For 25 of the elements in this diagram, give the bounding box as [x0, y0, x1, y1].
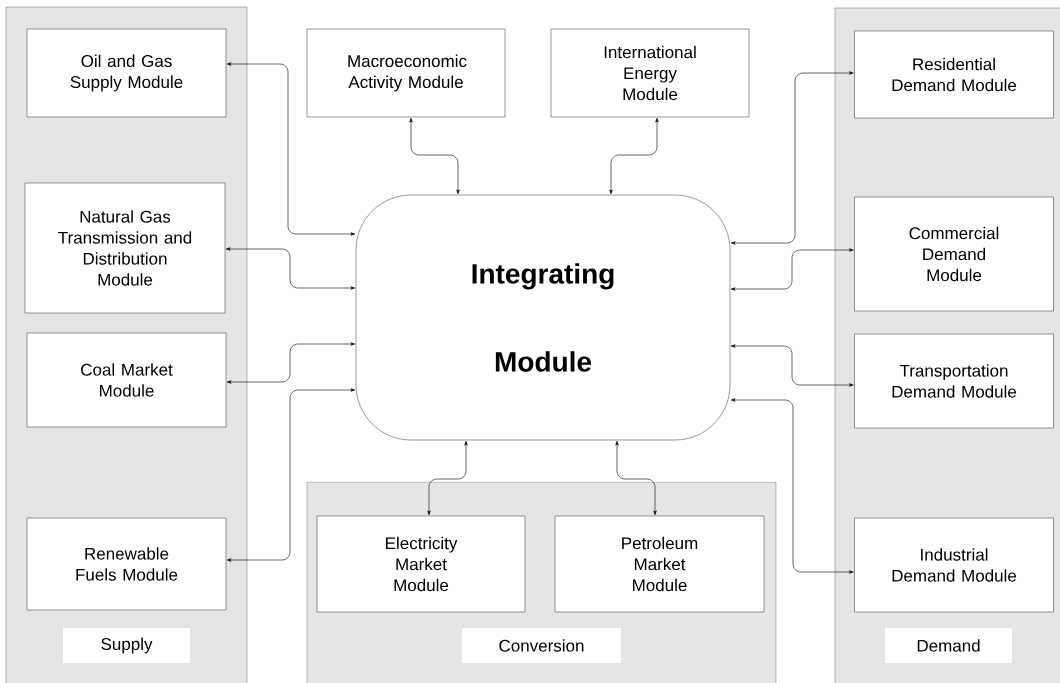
module-box: Petroleum Market Module — [554, 515, 765, 613]
arrow — [226, 62, 356, 236]
arrow — [427, 440, 468, 516]
arrow — [226, 388, 356, 562]
module-box: Oil and Gas Supply Module — [26, 28, 227, 118]
arrow — [730, 248, 854, 291]
arrow — [409, 117, 460, 195]
arrow — [730, 398, 854, 574]
arrow — [226, 342, 356, 384]
arrow — [730, 344, 854, 387]
module-box: Coal Market Module — [26, 332, 227, 428]
integrating-module-box: Integrating Module — [355, 194, 731, 441]
module-box: Natural Gas Transmission and Distribution Module — [24, 182, 226, 314]
module-box: Residential Demand Module — [854, 30, 1054, 119]
arrow — [615, 440, 657, 516]
arrow — [609, 117, 659, 195]
module-box: Electricity Market Module — [316, 515, 526, 613]
module-box: Commercial Demand Module — [854, 196, 1054, 312]
module-box: Transportation Demand Module — [854, 333, 1054, 429]
module-box: Industrial Demand Module — [854, 517, 1054, 613]
arrow — [225, 247, 356, 290]
arrow — [730, 71, 854, 245]
module-box: Macroeconomic Activity Module — [306, 28, 506, 118]
module-box: International Energy Module — [550, 28, 750, 118]
module-box: Renewable Fuels Module — [26, 517, 227, 611]
